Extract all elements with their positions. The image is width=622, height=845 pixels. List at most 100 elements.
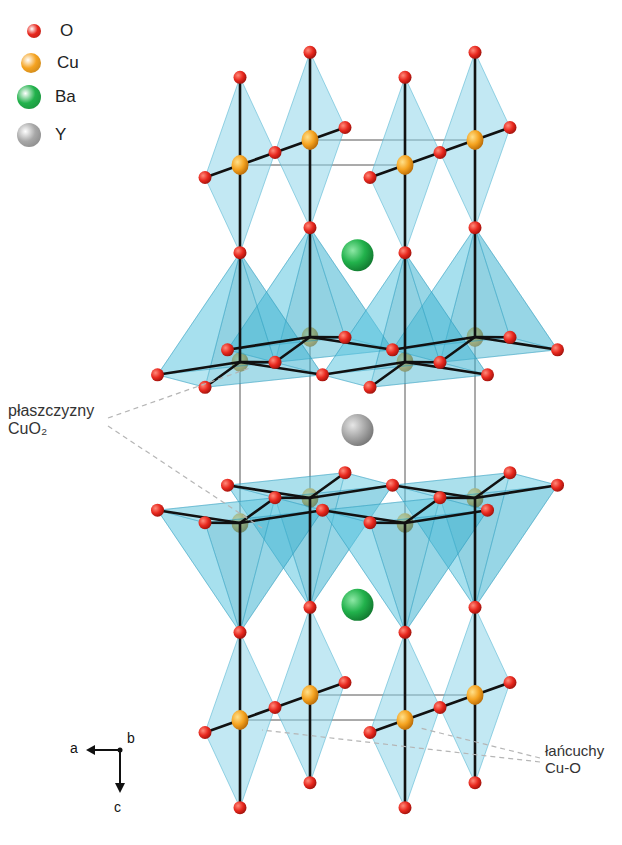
bond bbox=[404, 253, 407, 362]
chain-square bbox=[205, 632, 275, 807]
axis-indicator bbox=[86, 745, 125, 793]
barium-atom bbox=[342, 589, 374, 621]
bond bbox=[323, 362, 406, 375]
bond bbox=[474, 52, 477, 140]
chain-squares bbox=[205, 52, 510, 807]
legend-text: Ba bbox=[55, 87, 76, 107]
legend-text: Cu bbox=[57, 53, 79, 73]
bond bbox=[404, 720, 407, 808]
bond bbox=[228, 337, 311, 350]
oxygen-atom bbox=[386, 343, 399, 356]
axis-label: b bbox=[127, 730, 135, 746]
bond bbox=[474, 607, 477, 695]
oxygen-atom bbox=[434, 356, 447, 369]
oxygen-atom bbox=[339, 466, 352, 479]
oxygen-atom bbox=[434, 491, 447, 504]
oxygen-atom bbox=[504, 466, 517, 479]
oxygen-atom bbox=[339, 121, 352, 134]
chain-square bbox=[440, 52, 510, 227]
oxygen-atom bbox=[399, 801, 412, 814]
oxygen-atom bbox=[469, 776, 482, 789]
axis-line bbox=[92, 749, 120, 751]
oxygen-atom bbox=[399, 246, 412, 259]
copper-atom bbox=[397, 710, 414, 730]
bonds bbox=[158, 52, 558, 807]
oxygen-atom bbox=[469, 601, 482, 614]
leader-line bbox=[108, 426, 262, 528]
oxygen-atom bbox=[199, 381, 212, 394]
structure-label: łańcuchy Cu-O bbox=[545, 742, 619, 777]
bond bbox=[404, 523, 407, 632]
pyramid-face bbox=[323, 498, 488, 523]
pyramid-face bbox=[158, 510, 241, 632]
oxygen-atom bbox=[304, 221, 317, 234]
bond bbox=[239, 165, 242, 253]
oxygen-atom bbox=[316, 504, 329, 517]
arrow-head bbox=[86, 745, 95, 755]
oxygen-atom bbox=[304, 776, 317, 789]
pyramid-face bbox=[393, 473, 558, 498]
legend-text: O bbox=[60, 21, 73, 41]
legend-entry: Ba bbox=[17, 84, 76, 110]
oxygen-atom bbox=[304, 46, 317, 59]
copper-atom bbox=[232, 710, 249, 730]
chain-square bbox=[205, 77, 275, 252]
legend-swatch bbox=[21, 53, 41, 73]
axis-label: a bbox=[70, 740, 78, 756]
oxygen-atom bbox=[364, 381, 377, 394]
chain-square bbox=[440, 607, 510, 782]
bond bbox=[239, 632, 242, 720]
pyramid-face bbox=[158, 498, 323, 523]
bond bbox=[404, 165, 407, 253]
legend-swatch bbox=[17, 123, 41, 147]
bond bbox=[474, 498, 477, 607]
oxygen-atom bbox=[151, 504, 164, 517]
copper-atom bbox=[232, 155, 249, 175]
structure-label: płaszczyzny CuO₂ bbox=[8, 402, 108, 439]
oxygen-atom bbox=[304, 601, 317, 614]
bond bbox=[474, 140, 477, 228]
legend-entry: Y bbox=[17, 122, 66, 148]
bond bbox=[309, 228, 312, 337]
oxygen-atom bbox=[234, 246, 247, 259]
yttrium-atom bbox=[342, 414, 374, 446]
bond bbox=[158, 362, 241, 375]
legend-entry: Cu bbox=[19, 50, 79, 76]
bond bbox=[474, 695, 477, 783]
oxygen-atom bbox=[221, 479, 234, 492]
arrow-head bbox=[115, 783, 125, 793]
legend-swatch bbox=[17, 85, 41, 109]
oxygen-atom bbox=[551, 479, 564, 492]
bond bbox=[239, 720, 242, 808]
oxygen-atom bbox=[469, 46, 482, 59]
legend-text: Y bbox=[55, 125, 66, 145]
oxygen-atom bbox=[199, 516, 212, 529]
oxygen-atom bbox=[269, 356, 282, 369]
atoms bbox=[151, 46, 564, 814]
bond bbox=[310, 485, 393, 498]
oxygen-atom bbox=[481, 368, 494, 381]
oxygen-atom bbox=[504, 331, 517, 344]
oxygen-atom bbox=[399, 71, 412, 84]
oxygen-atom bbox=[364, 726, 377, 739]
copper-atom bbox=[467, 130, 484, 150]
axis-label: c bbox=[114, 799, 121, 815]
bond bbox=[309, 140, 312, 228]
bond bbox=[239, 253, 242, 362]
oxygen-atom bbox=[469, 221, 482, 234]
oxygen-atom bbox=[504, 121, 517, 134]
oxygen-atom bbox=[504, 676, 517, 689]
bond bbox=[404, 632, 407, 720]
legend-entry: O bbox=[22, 18, 73, 44]
pyramid-face bbox=[158, 362, 323, 387]
chain-square bbox=[370, 632, 440, 807]
oxygen-atom bbox=[364, 516, 377, 529]
copper-atom bbox=[467, 685, 484, 705]
bond bbox=[309, 498, 312, 607]
leader-line bbox=[420, 728, 540, 758]
bond bbox=[404, 77, 407, 165]
chain-square bbox=[275, 607, 345, 782]
pyramids bbox=[158, 228, 558, 633]
bond bbox=[475, 485, 558, 498]
